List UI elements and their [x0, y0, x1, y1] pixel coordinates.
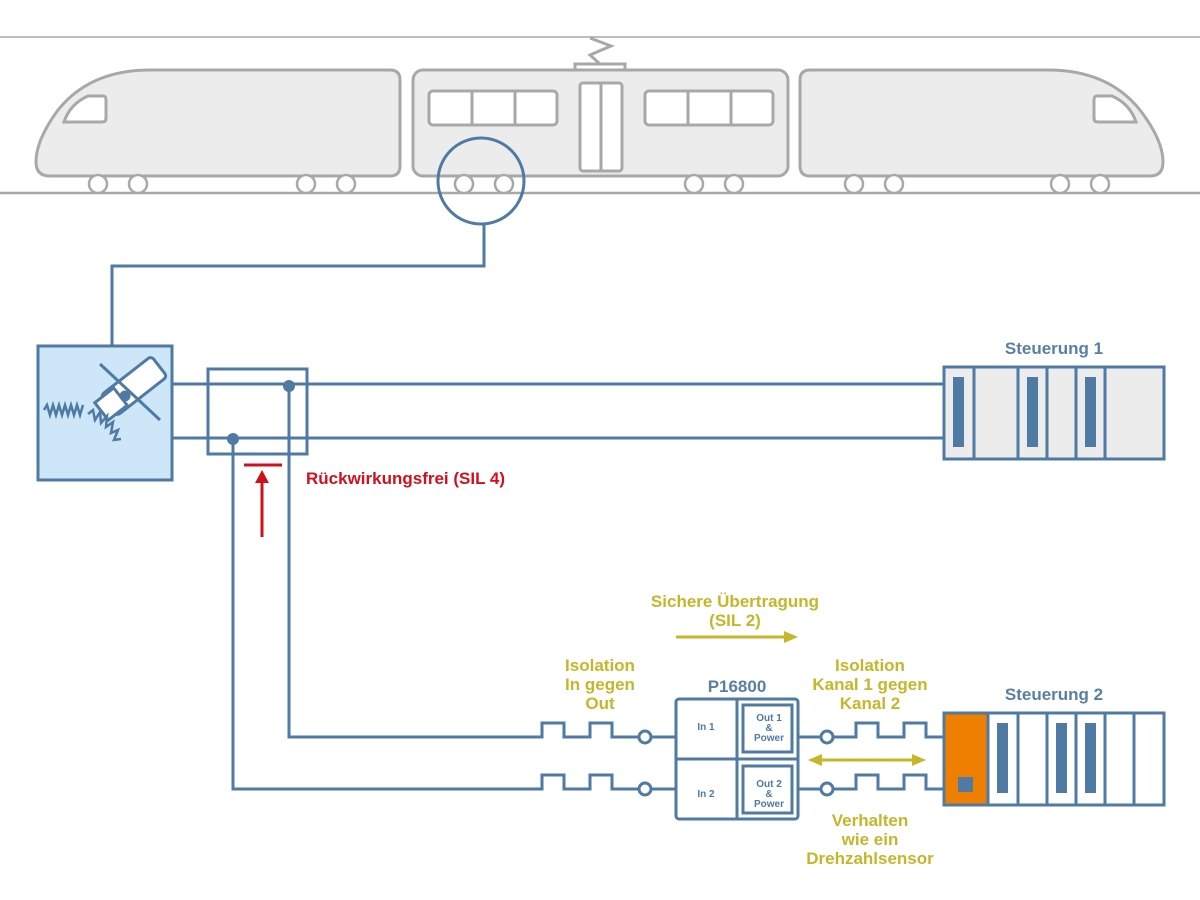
wheel-detail-circle	[436, 136, 526, 226]
behavior-label: Verhalten wie ein Drehzahlsensor	[806, 811, 934, 868]
input-1-label: In 1	[697, 722, 715, 733]
feedback-free-arrow	[244, 463, 282, 537]
steuerung-2-label: Steuerung 2	[1004, 685, 1104, 704]
output-2-label: Out 2 & Power	[753, 779, 784, 810]
output-line-2	[833, 773, 944, 791]
branch-line-channel-1	[287, 386, 638, 739]
window-group-left	[427, 89, 559, 127]
output-line-1	[833, 721, 944, 739]
p16800-device	[674, 697, 800, 821]
isolation-channel-label: Isolation Kanal 1 gegen Kanal 2	[812, 656, 928, 713]
train-car-right	[798, 68, 1165, 178]
device-name-label: P16800	[707, 677, 767, 696]
feedback-free-label: Rückwirkungsfrei (SIL 4)	[306, 469, 506, 488]
sensor-coil-cable	[42, 400, 122, 442]
train-car-left	[34, 68, 402, 178]
input-2-label: In 2	[697, 789, 715, 800]
bidirectional-arrow	[808, 754, 926, 766]
steuerung-1-label: Steuerung 1	[1004, 339, 1104, 358]
speed-sensor	[36, 344, 174, 482]
secure-transmission-arrow	[676, 631, 798, 643]
pantograph	[573, 36, 627, 70]
secure-transmission-label: Sichere Übertragung (SIL 2)	[650, 592, 820, 630]
train	[34, 36, 1165, 195]
window-group-right	[643, 89, 775, 127]
steuerung-2-rack	[942, 711, 1166, 807]
splitter-box	[206, 367, 309, 456]
train-wheels	[87, 173, 1111, 195]
cab-window-left	[61, 94, 108, 124]
isolation-in-out-label: Isolation In gegen Out	[565, 656, 635, 713]
cab-window-right	[1092, 94, 1139, 124]
cable-train-to-sensor	[110, 224, 486, 346]
branch-line-channel-2	[231, 439, 638, 791]
steuerung-1-rack	[942, 365, 1166, 461]
output-1-label: Out 1 & Power	[753, 713, 784, 744]
